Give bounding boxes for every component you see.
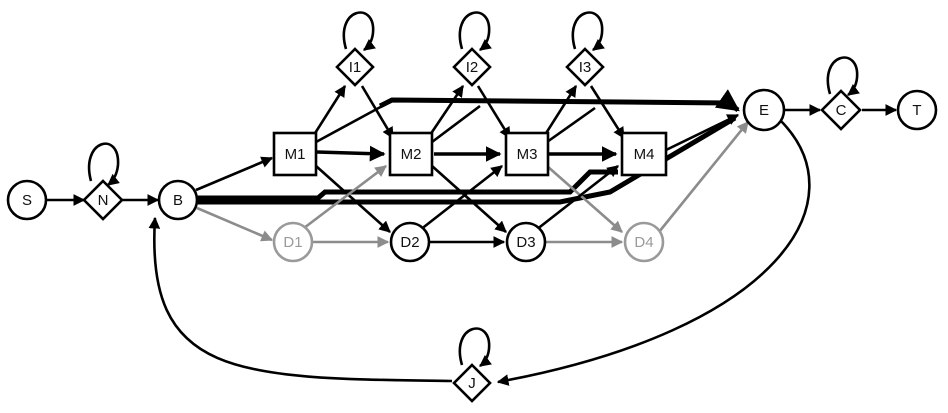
edge-j-self-loop xyxy=(458,327,492,368)
node-m3: M3 xyxy=(504,131,550,177)
node-m3-label: M3 xyxy=(517,146,538,163)
node-m1: M1 xyxy=(272,131,318,177)
edge-m2-d3 xyxy=(431,165,507,233)
node-b-label: B xyxy=(173,192,183,209)
node-d2-label: D2 xyxy=(400,234,419,251)
edge-m1-d2 xyxy=(315,165,391,233)
edge-d3-m4 xyxy=(535,164,619,232)
node-t-label: T xyxy=(912,102,921,119)
node-c: C xyxy=(820,89,862,131)
edge-m2-i2 xyxy=(426,85,465,139)
edge-m4-e xyxy=(665,113,740,152)
node-i3-label: I3 xyxy=(579,59,592,76)
edge-highway-e xyxy=(378,89,740,113)
node-m2-label: M2 xyxy=(401,146,422,163)
edge-i3-m4 xyxy=(589,85,626,139)
edge-b-thick-to-e xyxy=(198,115,737,205)
node-i1-label: I1 xyxy=(349,59,362,76)
edge-d4-e xyxy=(657,121,750,233)
edge-i3-self-loop xyxy=(571,11,605,52)
edge-j-b xyxy=(148,216,453,383)
edge-n-self-loop xyxy=(87,142,120,187)
edge-e-j xyxy=(496,119,811,386)
node-s: S xyxy=(6,179,48,221)
node-n: N xyxy=(82,179,124,221)
node-i2-label: I2 xyxy=(466,59,479,76)
edge-m2-highway xyxy=(431,104,481,144)
edge-i1-self-loop xyxy=(342,11,376,52)
node-c-label: C xyxy=(836,102,847,119)
edge-d2-m3 xyxy=(419,164,503,232)
nodes: S N B I1 I2 I3 M1 xyxy=(6,47,938,403)
node-s-label: S xyxy=(22,192,32,209)
edge-i2-self-loop xyxy=(458,11,492,52)
node-d3: D3 xyxy=(505,221,547,263)
edge-i2-m3 xyxy=(476,85,512,139)
node-t: T xyxy=(896,89,938,131)
edge-d1-m2 xyxy=(303,164,387,230)
node-m2: M2 xyxy=(388,131,434,177)
edge-m3-highway xyxy=(546,106,596,144)
node-j: J xyxy=(452,363,492,403)
node-d1: D1 xyxy=(272,221,314,263)
edge-m3-i3 xyxy=(541,85,578,139)
edge-c-self-loop xyxy=(826,56,860,97)
edge-m3-d4 xyxy=(546,165,623,233)
node-d4: D4 xyxy=(623,221,665,263)
node-d4-label: D4 xyxy=(634,234,653,251)
node-d3-label: D3 xyxy=(516,234,535,251)
node-e-label: E xyxy=(759,102,769,119)
edge-m1-i1 xyxy=(310,85,347,139)
node-d2: D2 xyxy=(389,221,431,263)
node-i2: I2 xyxy=(452,47,492,87)
node-m4-label: M4 xyxy=(634,146,655,163)
edge-b-m1 xyxy=(195,156,274,192)
edge-m1-highway xyxy=(315,102,387,144)
node-e: E xyxy=(742,88,786,132)
edge-b-d1 xyxy=(196,206,274,242)
edges xyxy=(46,11,898,386)
node-m1-label: M1 xyxy=(285,146,306,163)
edge-b-thick-to-m4 xyxy=(198,169,618,201)
node-d1-label: D1 xyxy=(283,234,302,251)
node-j-label: J xyxy=(468,375,476,392)
node-b: B xyxy=(157,179,199,221)
edge-m1-m2 xyxy=(316,145,386,162)
node-n-label: N xyxy=(98,192,109,209)
node-m4: M4 xyxy=(620,131,668,177)
node-i1: I1 xyxy=(335,47,375,87)
node-i3: I3 xyxy=(565,47,605,87)
edge-i1-m2 xyxy=(360,85,395,140)
